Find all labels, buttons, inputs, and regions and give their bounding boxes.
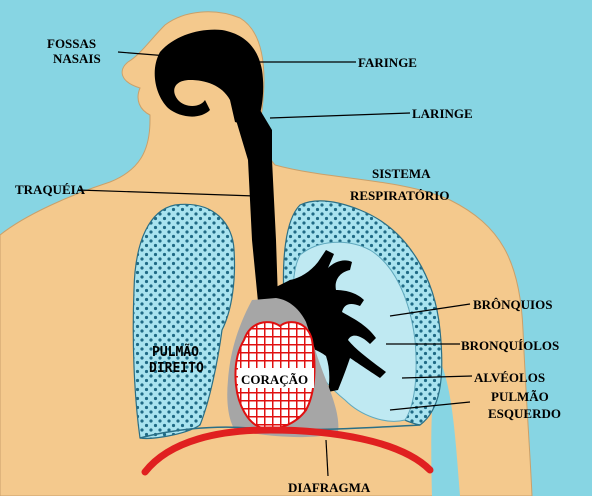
label-bronquiolos: BRONQUÍOLOS (461, 338, 559, 353)
label-sistema-2: RESPIRATÓRIO (350, 188, 449, 203)
label-coracao: CORAÇÃO (241, 372, 308, 387)
label-traqueia: TRAQUÉIA (15, 182, 86, 197)
label-alveolos: ALVÉOLOS (474, 370, 545, 385)
label-faringe: FARINGE (358, 55, 417, 70)
label-pulmao-esquerdo-2: ESQUERDO (488, 406, 561, 421)
label-sistema-1: SISTEMA (372, 166, 431, 181)
label-pulmao-direito-1: PULMÃO (152, 344, 199, 360)
label-laringe: LARINGE (412, 106, 473, 121)
label-pulmao-esquerdo-1: PULMÃO (491, 389, 549, 404)
label-fossas-nasais-2: NASAIS (53, 51, 101, 66)
label-diafragma: DIAFRAGMA (288, 480, 371, 495)
label-bronquios: BRÔNQUIOS (473, 297, 552, 312)
label-pulmao-direito-2: DIREITO (149, 361, 204, 376)
label-fossas-nasais-1: FOSSAS (47, 36, 96, 51)
